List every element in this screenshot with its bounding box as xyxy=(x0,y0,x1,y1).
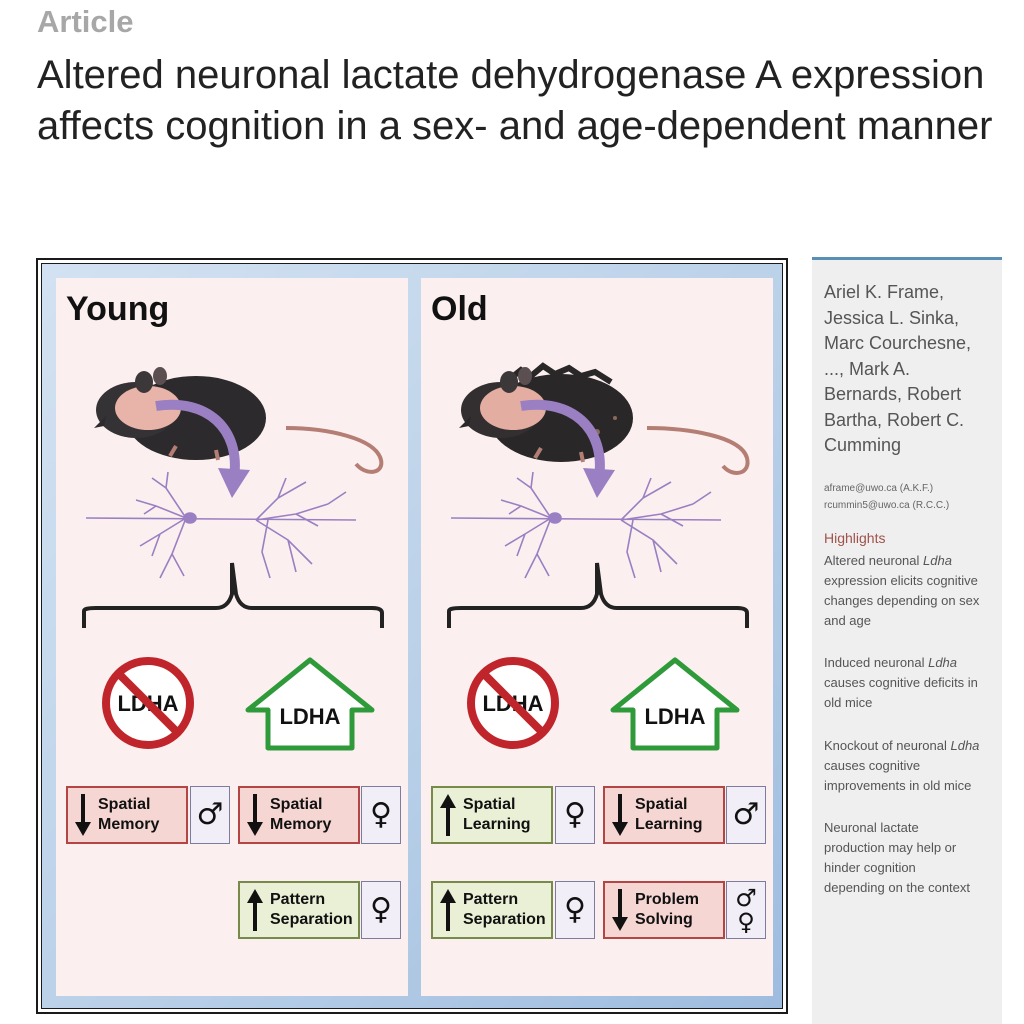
young-illustration: LDHA LDHA xyxy=(82,367,384,751)
arrow-down-icon xyxy=(75,794,91,836)
highlight-item: Neuronal lactate production may help or … xyxy=(824,820,971,895)
author-list: Ariel K. Frame, Jessica L. Sinka, Marc C… xyxy=(824,282,972,455)
female-symbol-icon: ♀ xyxy=(361,881,401,939)
arrow-icon xyxy=(520,399,605,479)
arrow-down-icon xyxy=(612,794,628,836)
arrow-up-icon xyxy=(247,889,263,931)
arrow-down-icon xyxy=(247,794,263,836)
male-symbol-icon: ♂ xyxy=(190,786,230,844)
highlight-item: Altered neuronal Ldha expression elicits… xyxy=(824,553,980,628)
panel-title-old: Old xyxy=(431,290,488,328)
email-link[interactable]: aframe@uwo.ca (A.K.F.) xyxy=(824,483,934,494)
arrow-up-icon xyxy=(440,794,456,836)
male-female-symbol-icon: ♂ ♀ xyxy=(726,881,766,939)
article-title: Altered neuronal lactate dehydrogenase A… xyxy=(37,53,993,148)
bracket-icon xyxy=(82,562,384,628)
female-symbol-icon: ♀ xyxy=(555,786,595,844)
article-type-label: Article xyxy=(37,4,134,39)
email-link[interactable]: rcummin5@uwo.ca (R.C.C.) xyxy=(824,500,950,511)
sidebar: Ariel K. Frame, Jessica L. Sinka, Marc C… xyxy=(812,257,1002,1024)
female-symbol-icon: ♀ xyxy=(737,908,755,936)
highlight-item: Knockout of neuronal Ldha causes cogniti… xyxy=(824,738,980,793)
arrow-icon xyxy=(155,399,240,479)
neuron-icon xyxy=(450,471,722,579)
correspondence-emails: aframe@uwo.ca (A.K.F.) rcummin5@uwo.ca (… xyxy=(824,480,949,514)
ldha-overexpression-icon: LDHA xyxy=(245,657,375,751)
highlight-item: Induced neuronal Ldha causes cognitive d… xyxy=(824,655,978,710)
ldha-knockout-icon: LDHA xyxy=(467,657,559,749)
bracket-icon xyxy=(447,562,749,628)
ldha-knockout-icon: LDHA xyxy=(102,657,194,749)
arrow-up-icon xyxy=(440,889,456,931)
arrow-down-icon xyxy=(612,889,628,931)
neuron-icon xyxy=(85,471,357,579)
mouse-icon xyxy=(459,362,750,475)
old-illustration: LDHA LDHA xyxy=(447,362,750,751)
male-symbol-icon: ♂ xyxy=(726,786,766,844)
female-symbol-icon: ♀ xyxy=(555,881,595,939)
female-symbol-icon: ♀ xyxy=(361,786,401,844)
male-symbol-icon: ♂ xyxy=(735,884,757,912)
ldha-overexpression-label: LDHA xyxy=(279,704,340,729)
ldha-overexpression-label: LDHA xyxy=(644,704,705,729)
ldha-overexpression-icon: LDHA xyxy=(610,657,740,751)
panel-title-young: Young xyxy=(66,290,170,328)
highlights-heading: Highlights xyxy=(824,530,886,546)
